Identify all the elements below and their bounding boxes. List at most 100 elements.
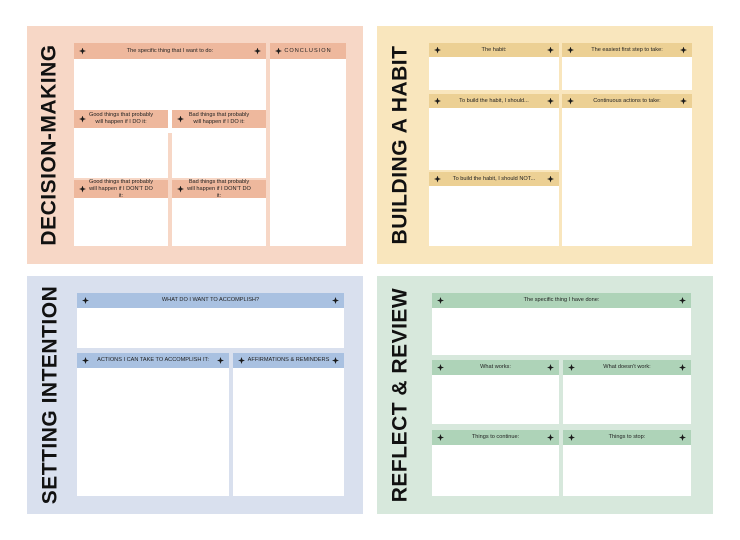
bad-if-dont-box[interactable]: Bad things that probably will happen if … (172, 178, 266, 246)
sparkle-icon (82, 297, 89, 304)
continuous-actions-label: Continuous actions to take: (593, 97, 661, 104)
stop-header: Things to stop: (563, 430, 691, 445)
sparkle-icon (680, 97, 687, 105)
setting-intention-title-wrap: SETTING INTENTION (27, 276, 73, 514)
sparkle-icon (332, 357, 339, 364)
sparkle-icon (567, 46, 574, 54)
sparkle-icon (177, 115, 184, 123)
reflect-review-title-wrap: REFLECT & REVIEW (377, 276, 423, 514)
actions-label: ACTIONS I CAN TAKE TO ACCOMPLISH IT: (97, 357, 209, 363)
bad-if-do-label: Bad things that probably will happen if … (188, 112, 250, 125)
should-not-header: To build the habit, I should NOT... (429, 172, 559, 186)
specific-thing-label: The specific thing that I want to do: (126, 47, 214, 54)
should-label: To build the habit, I should... (459, 97, 529, 104)
good-if-do-box[interactable]: Good things that probably will happen if… (74, 110, 168, 178)
sparkle-icon (82, 357, 89, 364)
setting-intention-title: SETTING INTENTION (38, 285, 61, 505)
sparkle-icon (679, 364, 686, 371)
sparkle-icon (217, 357, 224, 364)
bad-if-do-header: Bad things that probably will happen if … (172, 110, 266, 128)
continuous-actions-box[interactable]: Continuous actions to take: (562, 94, 692, 246)
affirmations-box[interactable]: AFFIRMATIONS & REMINDERS (233, 353, 344, 496)
what-works-header: What works: (432, 360, 559, 375)
sparkle-icon (437, 297, 444, 304)
sparkle-icon (275, 47, 282, 55)
affirmations-label: AFFIRMATIONS & REMINDERS (247, 357, 330, 363)
sparkle-icon (679, 434, 686, 441)
accomplish-label: WHAT DO I WANT TO ACCOMPLISH? (161, 297, 260, 303)
decision-making-panel: DECISION-MAKING The specific thing that … (27, 26, 363, 264)
the-habit-header: The habit: (429, 43, 559, 57)
the-habit-label: The habit: (481, 46, 507, 53)
sparkle-icon (434, 46, 441, 54)
specific-done-label: The specific thing I have done: (523, 297, 600, 303)
sparkle-icon (680, 46, 687, 54)
sparkle-icon (437, 364, 444, 371)
affirmations-header: AFFIRMATIONS & REMINDERS (233, 353, 344, 368)
setting-intention-panel: SETTING INTENTION WHAT DO I WANT TO ACCO… (27, 276, 363, 514)
what-works-box[interactable]: What works: (432, 360, 559, 424)
conclusion-header: CONCLUSION (270, 43, 346, 59)
specific-thing-header: The specific thing that I want to do: (74, 43, 266, 59)
sparkle-icon (568, 364, 575, 371)
specific-done-header: The specific thing I have done: (432, 293, 691, 308)
what-works-label: What works: (480, 364, 511, 370)
sparkle-icon (254, 47, 261, 55)
sparkle-icon (238, 357, 245, 364)
reflect-review-title: REFLECT & REVIEW (388, 287, 412, 503)
stop-box[interactable]: Things to stop: (563, 430, 691, 496)
actions-box[interactable]: ACTIONS I CAN TAKE TO ACCOMPLISH IT: (77, 353, 229, 496)
sparkle-icon (547, 97, 554, 105)
building-a-habit-title-wrap: BUILDING A HABIT (377, 26, 423, 264)
sparkle-icon (437, 434, 444, 441)
conclusion-box[interactable]: CONCLUSION (270, 43, 346, 246)
decision-making-title-wrap: DECISION-MAKING (27, 26, 73, 264)
sparkle-icon (547, 434, 554, 441)
building-a-habit-title: BUILDING A HABIT (388, 45, 411, 245)
easiest-first-step-label: The easiest first step to take: (591, 46, 663, 53)
sparkle-icon (547, 175, 554, 183)
sparkle-icon (177, 185, 184, 193)
good-if-do-header: Good things that probably will happen if… (74, 110, 168, 128)
conclusion-label: CONCLUSION (284, 47, 332, 54)
building-a-habit-panel: BUILDING A HABIT The habit: The easiest … (377, 26, 713, 264)
sparkle-icon (332, 297, 339, 304)
the-habit-box[interactable]: The habit: (429, 43, 559, 90)
good-if-dont-label: Good things that probably will happen if… (88, 178, 154, 199)
what-doesnt-box[interactable]: What doesn't work: (563, 360, 691, 424)
continue-box[interactable]: Things to continue: (432, 430, 559, 496)
continue-header: Things to continue: (432, 430, 559, 445)
accomplish-box[interactable]: WHAT DO I WANT TO ACCOMPLISH? (77, 293, 344, 348)
sparkle-icon (679, 297, 686, 304)
continuous-actions-header: Continuous actions to take: (562, 94, 692, 108)
should-not-box[interactable]: To build the habit, I should NOT... (429, 172, 559, 246)
sparkle-icon (434, 97, 441, 105)
should-header: To build the habit, I should... (429, 94, 559, 108)
sparkle-icon (79, 185, 86, 193)
accomplish-header: WHAT DO I WANT TO ACCOMPLISH? (77, 293, 344, 308)
sparkle-icon (79, 115, 86, 123)
easiest-first-step-box[interactable]: The easiest first step to take: (562, 43, 692, 90)
sparkle-icon (547, 364, 554, 371)
sparkle-icon (567, 97, 574, 105)
bad-if-dont-label: Bad things that probably will happen if … (187, 178, 251, 199)
good-if-dont-box[interactable]: Good things that probably will happen if… (74, 178, 168, 246)
good-if-dont-header: Good things that probably will happen if… (74, 178, 168, 199)
good-if-do-label: Good things that probably will happen if… (88, 112, 154, 125)
decision-making-title: DECISION-MAKING (38, 44, 62, 246)
actions-header: ACTIONS I CAN TAKE TO ACCOMPLISH IT: (77, 353, 229, 368)
bad-if-dont-header: Bad things that probably will happen if … (172, 178, 266, 199)
what-doesnt-header: What doesn't work: (563, 360, 691, 375)
easiest-first-step-header: The easiest first step to take: (562, 43, 692, 57)
bad-if-do-box[interactable]: Bad things that probably will happen if … (172, 110, 266, 178)
should-box[interactable]: To build the habit, I should... (429, 94, 559, 170)
sparkle-icon (568, 434, 575, 441)
continue-label: Things to continue: (471, 434, 520, 440)
specific-done-box[interactable]: The specific thing I have done: (432, 293, 691, 355)
should-not-label: To build the habit, I should NOT... (452, 175, 536, 182)
sparkle-icon (434, 175, 441, 183)
reflect-review-panel: REFLECT & REVIEW The specific thing I ha… (377, 276, 713, 514)
what-doesnt-label: What doesn't work: (603, 364, 651, 370)
stop-label: Things to stop: (608, 434, 646, 440)
sparkle-icon (79, 47, 86, 55)
